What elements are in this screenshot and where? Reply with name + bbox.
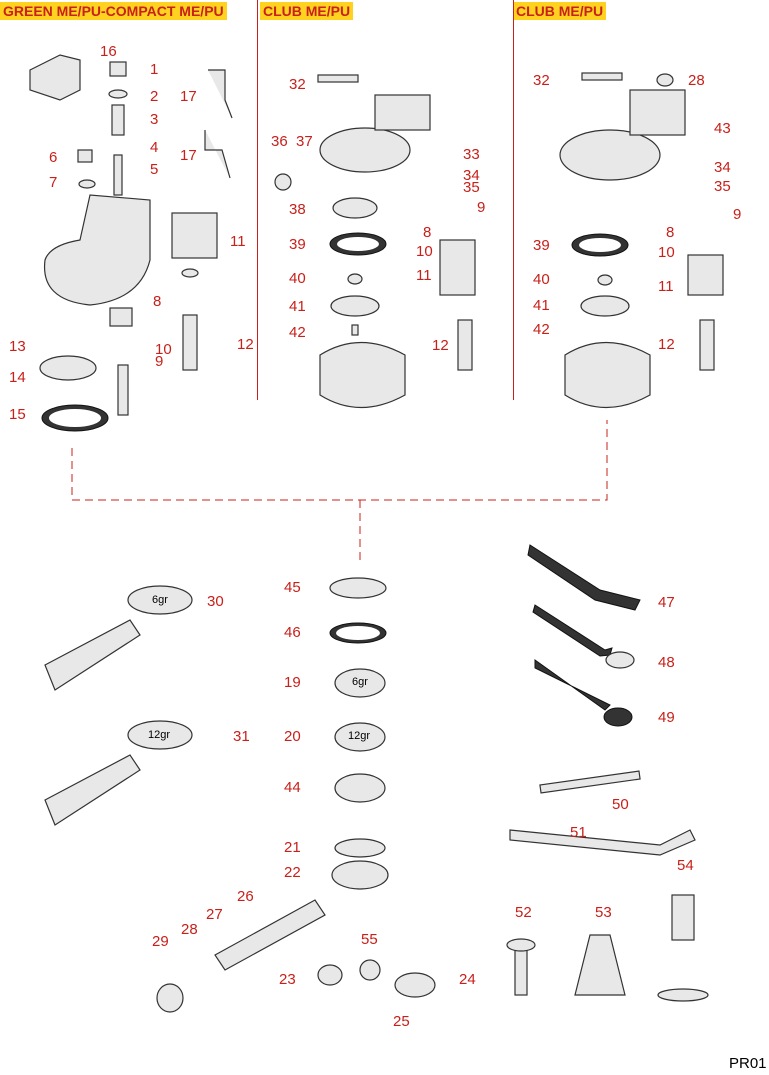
callout-label: 11 (658, 278, 674, 295)
callout-label: 32 (289, 76, 306, 93)
callout-label: 14 (9, 369, 26, 386)
callout-label: 53 (595, 904, 612, 921)
callout-label: 31 (233, 728, 250, 745)
callout-label: 42 (289, 324, 306, 341)
callout-label: 39 (289, 236, 306, 253)
page-code: PR01 (729, 1055, 767, 1072)
callout-label: 47 (658, 594, 675, 611)
callout-label: 10 (416, 243, 433, 260)
basket-mark: 12gr (348, 730, 371, 742)
callout-label: 39 (533, 237, 550, 254)
callout-label: 34 (463, 167, 480, 184)
section-header-club-1: CLUB ME/PU (260, 2, 354, 20)
callout-label: 54 (677, 857, 694, 874)
callout-label: 29 (152, 933, 169, 950)
callout-label: 24 (459, 971, 476, 988)
callout-label: 5 (150, 161, 159, 178)
callout-label: 38 (289, 201, 306, 218)
section-divider (257, 0, 258, 400)
callout-label: 11 (416, 267, 432, 284)
callout-label: 20 (284, 728, 301, 745)
callout-label: 30 (207, 593, 224, 610)
callout-label: 41 (289, 298, 306, 315)
callout-label: 49 (658, 709, 675, 726)
callout-label: 35 (714, 178, 731, 195)
callout-label: 8 (423, 224, 432, 241)
callout-label: 1 (150, 61, 159, 78)
callout-label: 48 (658, 654, 675, 671)
callout-label: 46 (284, 624, 301, 641)
callout-label: 10 (658, 244, 675, 261)
callout-label: 6 (49, 149, 58, 166)
callout-label: 43 (714, 120, 731, 137)
section-header-green: GREEN ME/PU-COMPACT ME/PU (0, 2, 227, 20)
callout-label: 12 (432, 337, 449, 354)
callout-label: 44 (284, 779, 301, 796)
callout-label: 4 (150, 139, 159, 156)
callout-label: 22 (284, 864, 301, 881)
callout-label: 34 (714, 159, 731, 176)
callout-label: 3 (150, 111, 159, 128)
callout-label: 7 (49, 174, 58, 191)
callout-label: 8 (153, 293, 162, 310)
callout-label: 13 (9, 338, 26, 355)
basket-mark: 6gr (152, 594, 168, 606)
callout-label: 21 (284, 839, 301, 856)
callout-label: 9 (477, 199, 486, 216)
basket-mark: 12gr (148, 729, 171, 741)
callout-label: 15 (9, 406, 26, 423)
callout-label: 52 (515, 904, 532, 921)
callout-label: 9 (733, 206, 742, 223)
callout-label: 12 (237, 336, 254, 353)
callout-label: 32 (533, 72, 550, 89)
callout-label: 45 (284, 579, 301, 596)
section-divider (513, 0, 514, 400)
callout-label: 50 (612, 796, 629, 813)
callout-label: 25 (393, 1013, 410, 1030)
callout-label: 9 (155, 353, 164, 370)
callout-label: 41 (533, 297, 550, 314)
callout-label: 26 (237, 888, 254, 905)
callout-label: 28 (688, 72, 705, 89)
callout-label: 11 (230, 233, 246, 250)
callout-label: 16 (100, 43, 117, 60)
callout-label: 23 (279, 971, 296, 988)
section-header-club-2: CLUB ME/PU (513, 2, 607, 20)
callout-label: 35 (463, 179, 480, 196)
callout-label: 19 (284, 674, 301, 691)
callout-label: 40 (289, 270, 306, 287)
callout-label: 2 (150, 88, 159, 105)
callout-label: 27 (206, 906, 223, 923)
callout-label: 51 (570, 824, 587, 841)
callout-label: 55 (361, 931, 378, 948)
callout-label: 33 (463, 146, 480, 163)
callout-label: 28 (181, 921, 198, 938)
callout-label: 40 (533, 271, 550, 288)
callout-label: 36 (271, 133, 288, 150)
callout-label: 42 (533, 321, 550, 338)
callout-label: 17 (180, 88, 197, 105)
callout-label: 37 (296, 133, 313, 150)
callout-label: 8 (666, 224, 675, 241)
callout-label: 12 (658, 336, 675, 353)
callout-label: 10 (155, 341, 172, 358)
callout-label: 17 (180, 147, 197, 164)
basket-mark: 6gr (352, 676, 368, 688)
